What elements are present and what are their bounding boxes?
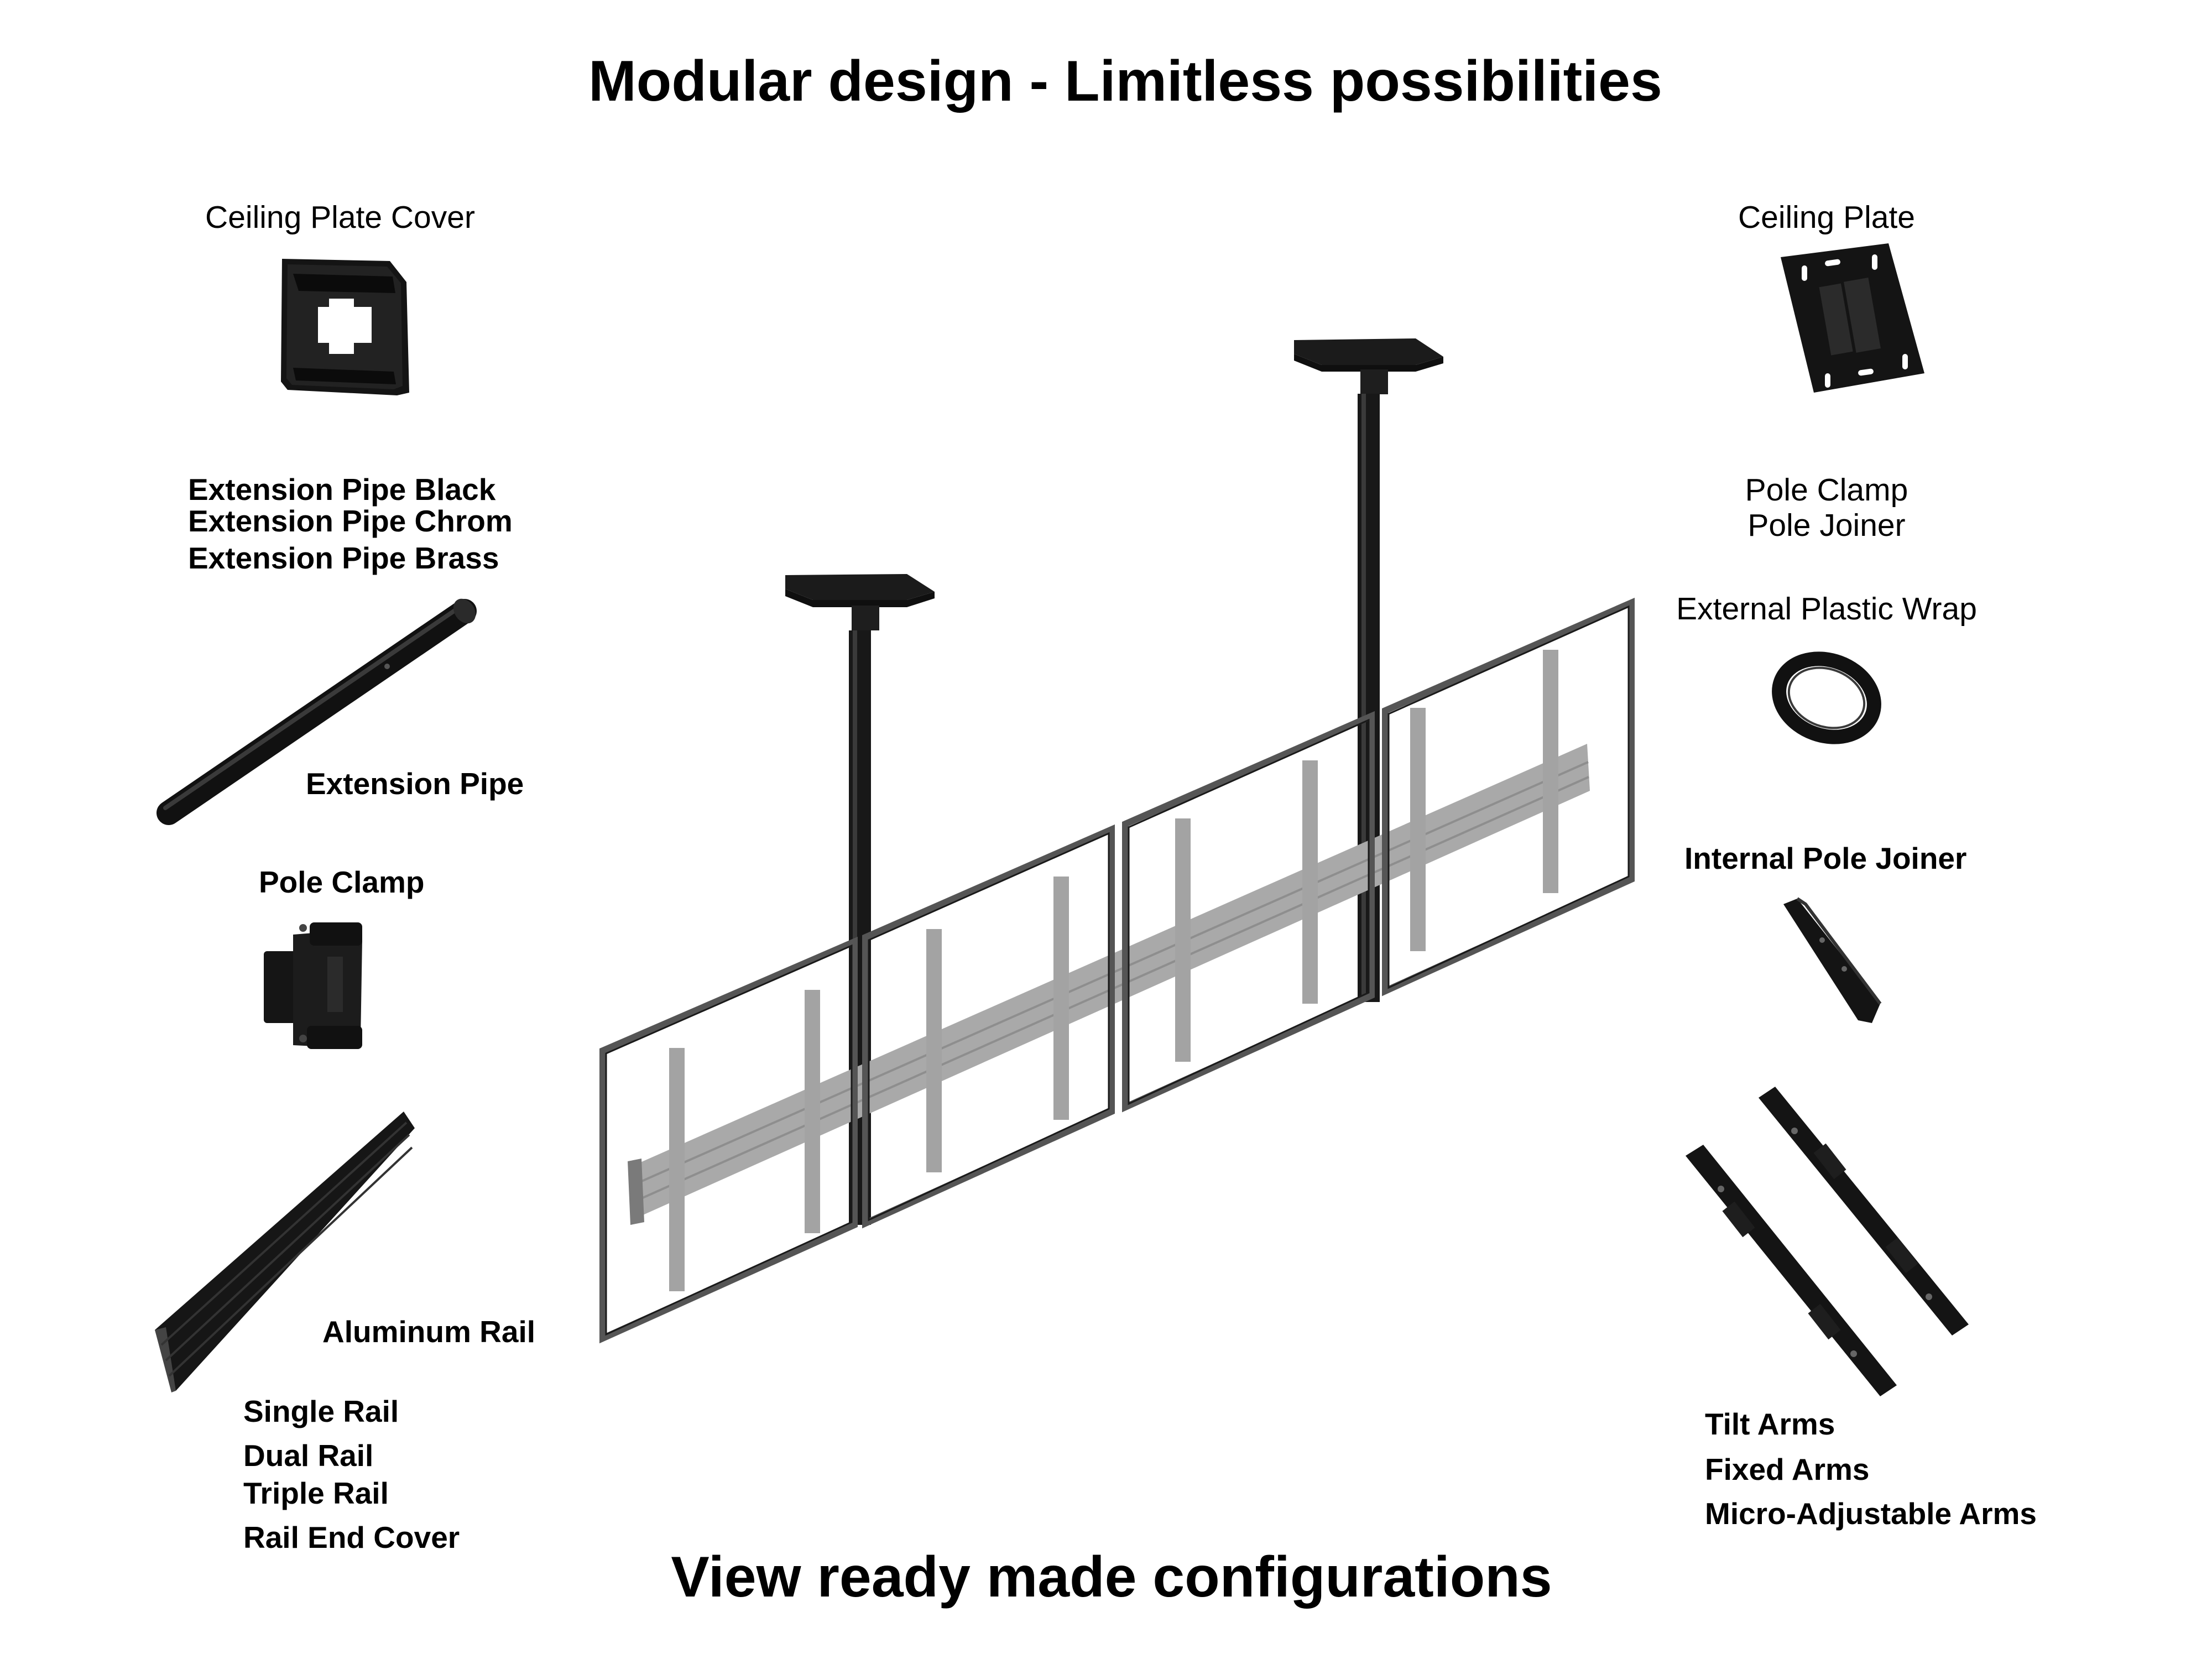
label-extension-pipe-chrom: Extension Pipe Chrom [188, 504, 513, 538]
label-micro-adjustable-arms: Micro-Adjustable Arms [1705, 1496, 2037, 1531]
pole-clamp-image[interactable] [264, 922, 362, 1049]
label-single-rail: Single Rail [243, 1394, 399, 1428]
label-fixed-arms: Fixed Arms [1705, 1452, 1870, 1486]
label-ceiling-plate-cover: Ceiling Plate Cover [205, 200, 475, 235]
label-extension-pipe-black: Extension Pipe Black [188, 472, 496, 507]
video-wall-assembly-image [599, 338, 1635, 1344]
label-external-plastic-wrap: External Plastic Wrap [1676, 591, 1977, 627]
external-plastic-wrap-image[interactable] [1768, 646, 1885, 750]
label-pole-joiner: Pole Joiner [1747, 508, 1906, 543]
internal-pole-joiner-image[interactable] [1783, 897, 1882, 1023]
page-title: Modular design - Limitless possibilities [588, 49, 1662, 113]
label-rail-end-cover: Rail End Cover [243, 1520, 460, 1554]
tilt-arms-image[interactable] [1686, 1087, 1969, 1396]
label-aluminum-rail: Aluminum Rail [322, 1314, 536, 1349]
label-pole-clamp-right: Pole Clamp [1745, 472, 1908, 508]
aluminum-rail-image[interactable] [155, 1112, 415, 1392]
label-triple-rail: Triple Rail [243, 1476, 389, 1510]
label-pole-clamp-left: Pole Clamp [259, 865, 425, 899]
ceiling-plate-image[interactable] [1781, 243, 1924, 393]
ceiling-plate-cover-image[interactable] [281, 259, 409, 395]
label-dual-rail: Dual Rail [243, 1438, 374, 1473]
extension-pipe-image[interactable] [156, 594, 480, 825]
label-ceiling-plate: Ceiling Plate [1738, 200, 1916, 235]
label-tilt-arms: Tilt Arms [1705, 1407, 1835, 1441]
label-extension-pipe: Extension Pipe [306, 766, 524, 801]
label-extension-pipe-brass: Extension Pipe Brass [188, 541, 499, 575]
view-configurations-link[interactable]: View ready made configurations [671, 1545, 1552, 1609]
label-internal-pole-joiner: Internal Pole Joiner [1684, 841, 1967, 875]
